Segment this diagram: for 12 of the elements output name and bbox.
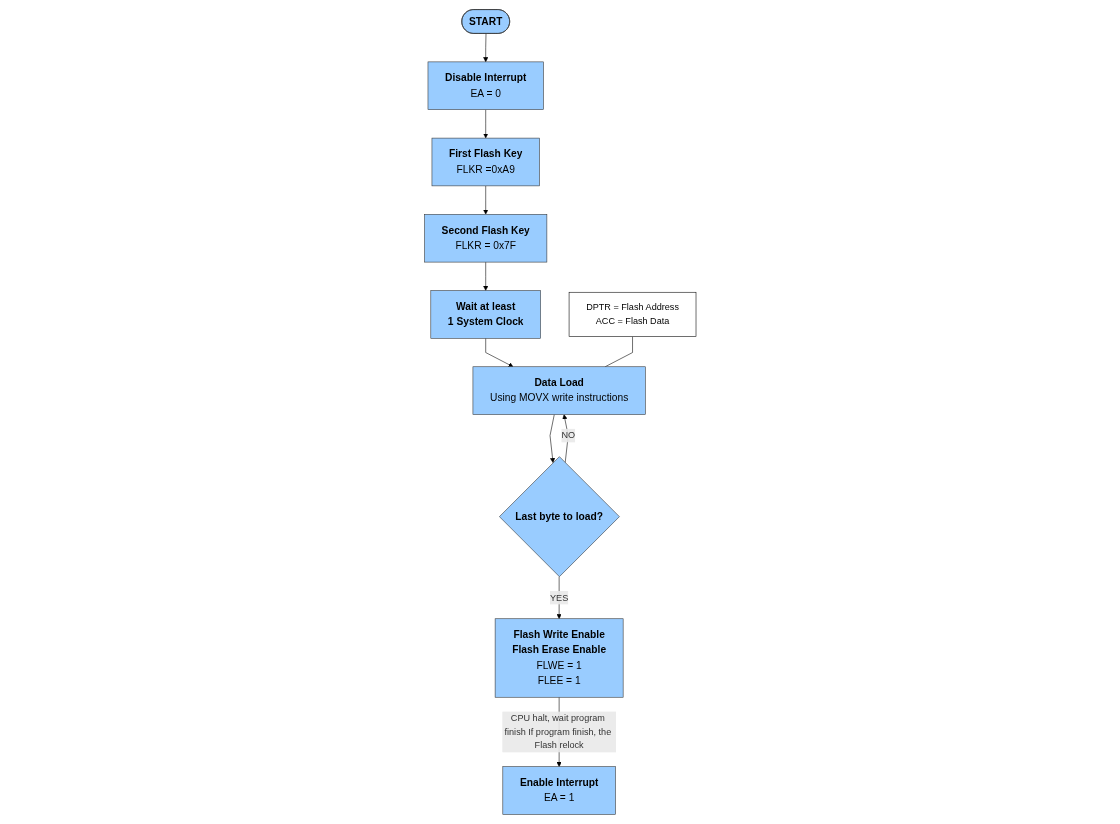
node-box: DPTR = Flash Address ACC = Flash Data (568, 291, 696, 337)
node-box: Enable Interrupt EA = 1 (502, 766, 616, 815)
node-box: Second Flash Key FLKR = 0x7F (424, 214, 547, 263)
node-box: Disable Interrupt EA = 0 (427, 61, 544, 110)
node-diamond: Last byte to load? (498, 456, 620, 577)
node-box: Wait at least 1 System Clock (430, 290, 541, 339)
node-box: First Flash Key FLKR =0xA9 (431, 137, 540, 187)
edge-label: CPU halt, wait program finish If program finish, the Flash relock (504, 713, 611, 751)
node-box: Flash Write Enable Flash Erase Enable FLWE = 1 FLEE = 1 (494, 618, 624, 698)
node-box: Data Load Using MOVX write instructions (472, 366, 646, 415)
edge-label: YES (549, 592, 568, 603)
edge-label: NO (561, 430, 575, 441)
